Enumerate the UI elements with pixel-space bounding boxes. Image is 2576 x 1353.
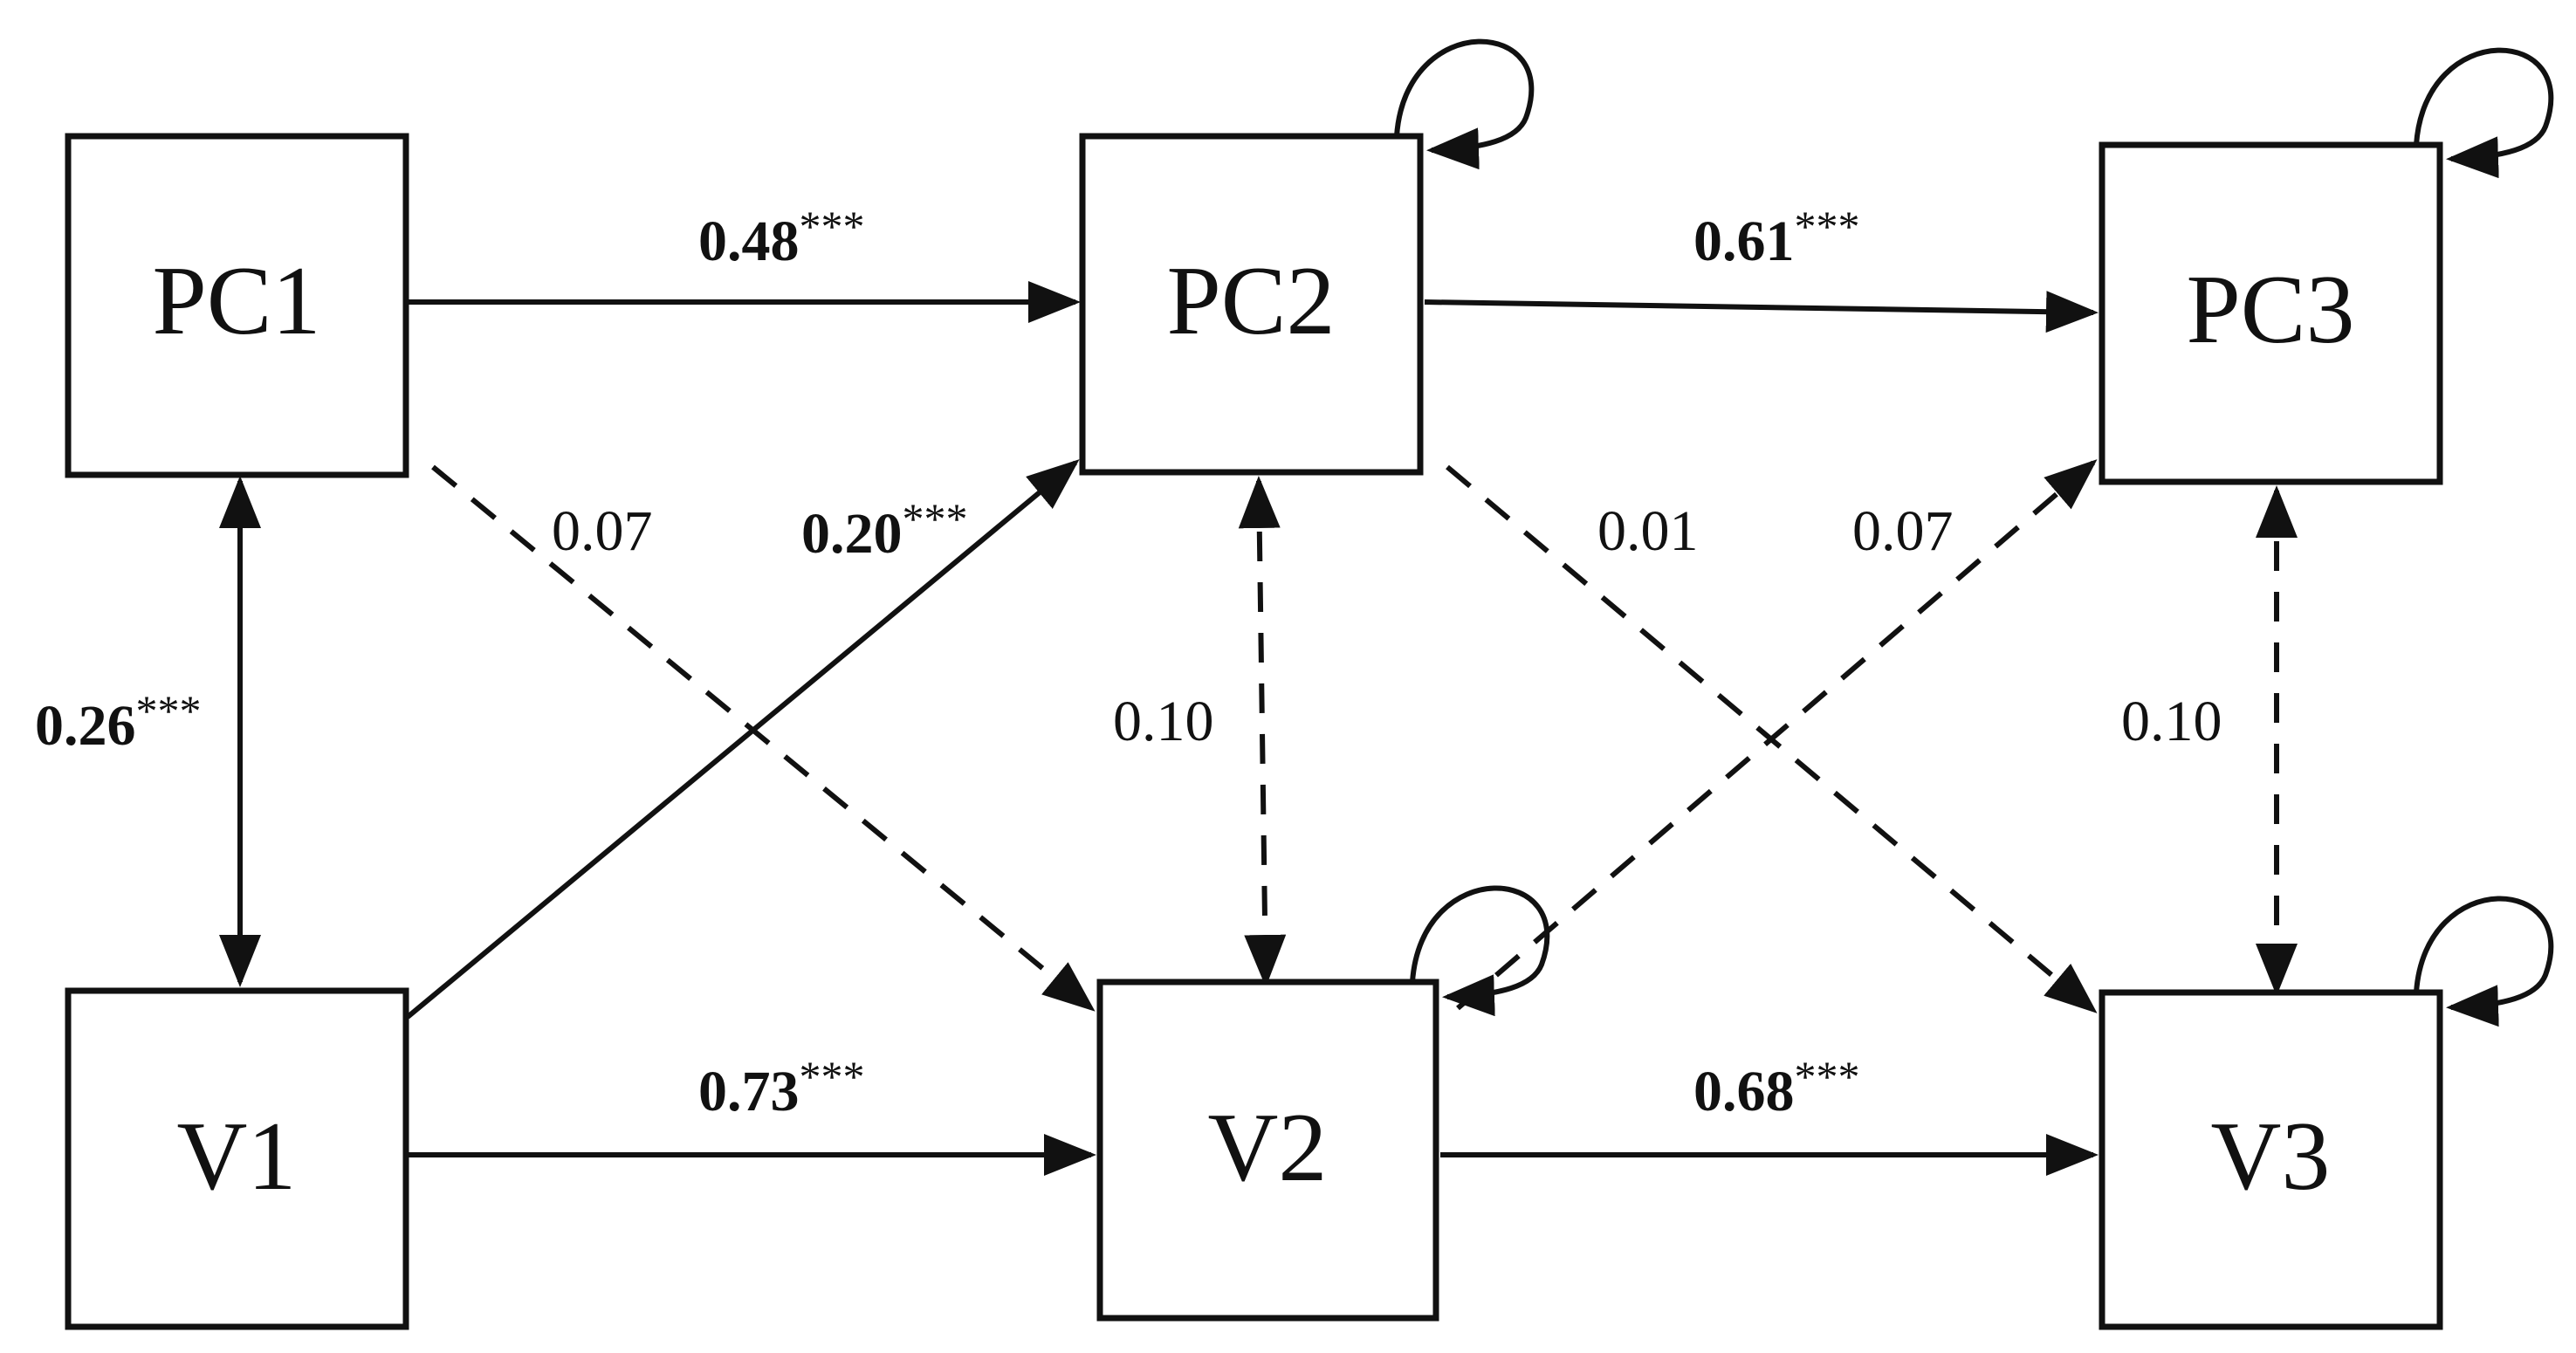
node-pc2: PC2 — [1079, 133, 1424, 476]
node-pc1-label: PC1 — [153, 247, 321, 355]
residual-loop-pc2 — [1394, 38, 1535, 170]
path-pc2-pc3 — [1424, 291, 2099, 333]
residual-loop-v2 — [1410, 885, 1550, 1017]
covariance-pc2-v2 — [1238, 476, 1287, 987]
residual-loop-v3 — [2414, 896, 2554, 1027]
coef-v2-v3-sig: *** — [1795, 1052, 1860, 1101]
node-pc3-label: PC3 — [2187, 256, 2355, 364]
coef-v1-pc2-sig: *** — [903, 494, 968, 543]
coef-pc1-pc2-sig: *** — [800, 202, 865, 251]
node-v3: V3 — [2099, 989, 2443, 1330]
coef-v2-pc3: 0.07 — [1852, 499, 1954, 563]
coef-pc2-pc3-sig: *** — [1795, 202, 1860, 251]
coef-pc1-pc2: 0.48*** — [698, 202, 865, 273]
coef-pc2-v3: 0.01 — [1597, 499, 1699, 563]
path-v1-pc2 — [406, 459, 1080, 1020]
coef-pc1-v2: 0.07 — [552, 499, 653, 563]
path-v2-pc3 — [1456, 459, 2098, 1011]
coef-pc2-v2: 0.10 — [1113, 690, 1214, 753]
node-v2: V2 — [1096, 979, 1439, 1322]
coef-v1-pc2: 0.20*** — [801, 494, 968, 566]
coef-pc2-pc3-value: 0.61 — [1693, 209, 1795, 273]
node-v1: V1 — [65, 987, 409, 1330]
node-v2-label: V2 — [1208, 1094, 1328, 1202]
path-pc1-v2 — [431, 464, 1096, 1012]
node-pc1: PC1 — [65, 133, 409, 478]
coef-pc1-pc2-value: 0.48 — [698, 209, 800, 273]
coef-v2-v3: 0.68*** — [1693, 1052, 1860, 1123]
coef-v1-v2-sig: *** — [800, 1052, 865, 1101]
node-pc3: PC3 — [2099, 141, 2443, 485]
node-v1-label: V1 — [177, 1102, 297, 1211]
coef-pc1-v1: 0.26*** — [35, 686, 202, 758]
node-pc2-label: PC2 — [1167, 247, 1336, 355]
node-v3-label: V3 — [2211, 1102, 2331, 1211]
coef-pc1-v1-sig: *** — [136, 686, 202, 735]
residual-loop-pc3 — [2414, 47, 2554, 179]
coef-v1-pc2-value: 0.20 — [801, 502, 903, 566]
coef-pc3-v3: 0.10 — [2121, 690, 2222, 753]
coef-v2-v3-value: 0.68 — [1693, 1060, 1795, 1123]
coef-pc2-pc3: 0.61*** — [1693, 202, 1860, 273]
coef-v1-v2-value: 0.73 — [698, 1060, 800, 1123]
coef-pc1-v1-value: 0.26 — [35, 694, 136, 758]
coef-v1-v2: 0.73*** — [698, 1052, 865, 1123]
